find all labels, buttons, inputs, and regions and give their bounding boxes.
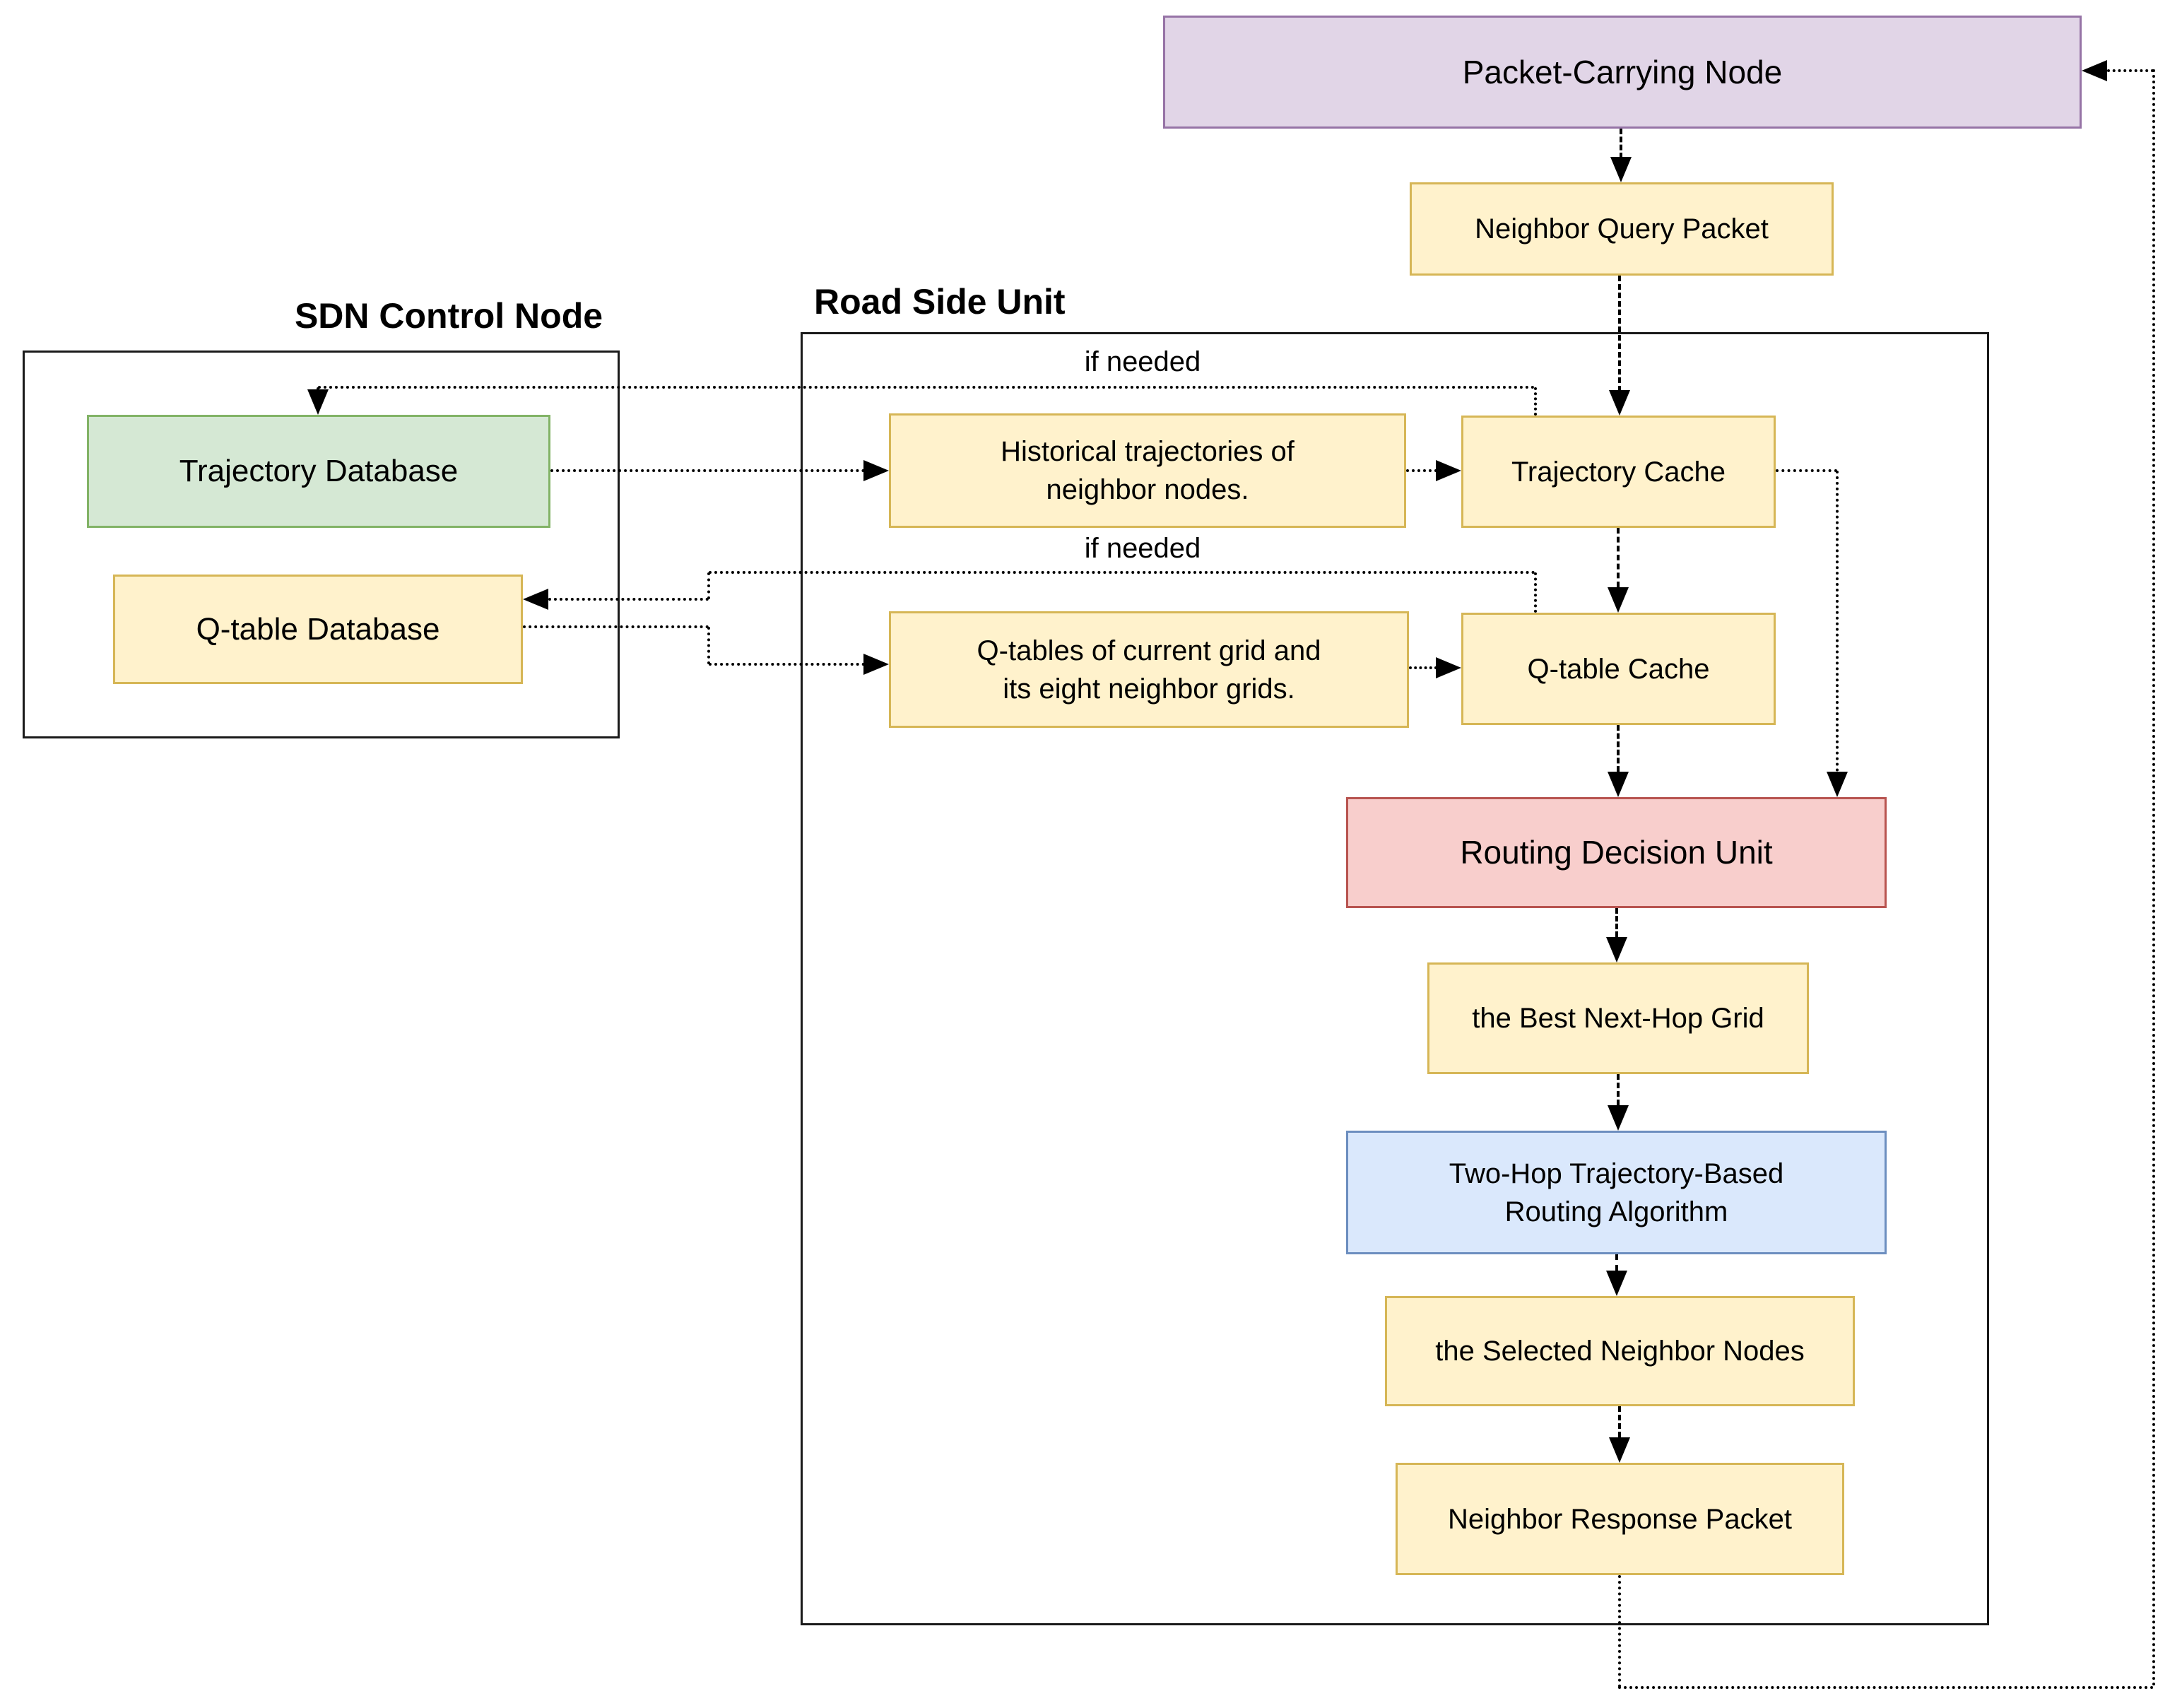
two-hop-algorithm-box: Two-Hop Trajectory-Based Routing Algorit… xyxy=(1346,1131,1887,1254)
edge-rdu-to-bnhg-arrowhead-icon xyxy=(1606,937,1627,962)
edge-tcache-to-rdu-seg2 xyxy=(1836,471,1839,772)
edge-pcn-to-nqp-line xyxy=(1620,129,1622,158)
edge-pcn-to-nqp-arrowhead-icon xyxy=(1610,157,1632,182)
sdn-control-node-group xyxy=(23,351,620,738)
neighbor-query-packet-box: Neighbor Query Packet xyxy=(1410,182,1834,276)
q-tables-grid-box: Q-tables of current grid and its eight n… xyxy=(889,611,1409,728)
neighbor-query-packet-label: Neighbor Query Packet xyxy=(1475,213,1769,245)
edge-tcache-to-rdu-arrowhead-icon xyxy=(1827,772,1848,797)
edge-qdb-to-qgrids-seg3 xyxy=(709,663,865,666)
road-side-unit-group xyxy=(801,332,1989,1625)
edge-qgrids-to-qcache-arrowhead-icon xyxy=(1436,657,1461,678)
edge-qcache-to-rdu-arrowhead-icon xyxy=(1608,772,1629,797)
if-needed-label-top: if needed xyxy=(1084,346,1201,377)
edge-nrp-to-pcn-seg-bottom xyxy=(1618,1686,2154,1689)
edge-ifneeded-bottom-seg-main xyxy=(709,571,1535,574)
edge-nrp-to-pcn-arrowhead-icon xyxy=(2082,60,2107,81)
trajectory-cache-box: Trajectory Cache xyxy=(1461,416,1776,528)
neighbor-response-packet-box: Neighbor Response Packet xyxy=(1396,1463,1844,1575)
edge-ifneeded-bottom-seg-left xyxy=(548,598,709,601)
edge-ifneeded-top-seg-right xyxy=(1534,387,1537,416)
trajectory-database-label: Trajectory Database xyxy=(179,454,459,489)
edge-tcache-to-rdu-seg1 xyxy=(1776,469,1837,472)
edge-ifneeded-bottom-seg-right xyxy=(1534,572,1537,613)
historical-trajectories-box: Historical trajectories of neighbor node… xyxy=(889,413,1406,528)
edge-nrp-to-pcn-seg-down xyxy=(1618,1575,1621,1688)
selected-neighbor-nodes-box: the Selected Neighbor Nodes xyxy=(1385,1296,1855,1406)
historical-trajectories-label: Historical trajectories of neighbor node… xyxy=(1001,436,1295,505)
edge-algo-to-snn-line xyxy=(1615,1254,1618,1271)
edge-bnhg-to-algo-arrowhead-icon xyxy=(1608,1105,1629,1131)
sdn-control-node-title: SDN Control Node xyxy=(294,296,603,336)
edge-snn-to-nrp-line xyxy=(1618,1406,1621,1437)
routing-decision-unit-box: Routing Decision Unit xyxy=(1346,797,1887,908)
best-next-hop-grid-label: the Best Next-Hop Grid xyxy=(1472,1003,1764,1034)
selected-neighbor-nodes-label: the Selected Neighbor Nodes xyxy=(1435,1336,1805,1367)
packet-carrying-node-box: Packet-Carrying Node xyxy=(1163,16,2082,129)
q-table-cache-box: Q-table Cache xyxy=(1461,613,1776,725)
edge-tcache-to-qcache-arrowhead-icon xyxy=(1608,587,1629,613)
edge-snn-to-nrp-arrowhead-icon xyxy=(1609,1437,1630,1463)
edge-ifneeded-bottom-seg-jog xyxy=(707,572,710,599)
edge-hist-to-tcache-line xyxy=(1406,469,1437,472)
edge-qdb-to-qgrids-seg2 xyxy=(707,627,710,664)
edge-rdu-to-bnhg-line xyxy=(1615,908,1618,937)
edge-tcache-to-qcache-line xyxy=(1617,528,1620,587)
packet-carrying-node-label: Packet-Carrying Node xyxy=(1462,53,1783,90)
edge-bnhg-to-algo-line xyxy=(1617,1074,1620,1105)
edge-ifneeded-top-arrowhead-icon xyxy=(307,389,329,415)
edge-algo-to-snn-arrowhead-icon xyxy=(1606,1271,1627,1296)
edge-tdb-to-hist-line xyxy=(550,469,865,472)
edge-ifneeded-bottom-arrowhead-icon xyxy=(523,589,548,610)
edge-qdb-to-qgrids-seg1 xyxy=(523,625,709,628)
edge-nrp-to-pcn-seg-up xyxy=(2152,69,2155,1688)
edge-tdb-to-hist-arrowhead-icon xyxy=(863,460,889,481)
trajectory-database-box: Trajectory Database xyxy=(87,415,550,528)
routing-decision-unit-label: Routing Decision Unit xyxy=(1460,834,1773,871)
edge-nqp-to-tcache-line xyxy=(1618,276,1621,391)
q-table-cache-label: Q-table Cache xyxy=(1527,653,1710,685)
neighbor-response-packet-label: Neighbor Response Packet xyxy=(1448,1503,1792,1535)
edge-qgrids-to-qcache-line xyxy=(1409,666,1437,669)
edge-nrp-to-pcn-seg-top xyxy=(2107,69,2154,72)
if-needed-label-bottom: if needed xyxy=(1084,533,1201,564)
q-table-database-label: Q-table Database xyxy=(196,611,440,647)
edge-nqp-to-tcache-arrowhead-icon xyxy=(1609,390,1630,416)
edge-ifneeded-top-seg-main xyxy=(318,386,1535,389)
edge-qcache-to-rdu-line xyxy=(1617,725,1620,772)
edge-hist-to-tcache-arrowhead-icon xyxy=(1436,460,1461,481)
road-side-unit-title: Road Side Unit xyxy=(814,282,1066,322)
q-table-database-box: Q-table Database xyxy=(113,575,523,684)
best-next-hop-grid-box: the Best Next-Hop Grid xyxy=(1427,962,1809,1074)
two-hop-algorithm-label: Two-Hop Trajectory-Based Routing Algorit… xyxy=(1449,1158,1784,1227)
q-tables-grid-label: Q-tables of current grid and its eight n… xyxy=(977,635,1321,705)
trajectory-cache-label: Trajectory Cache xyxy=(1511,456,1726,488)
edge-qdb-to-qgrids-arrowhead-icon xyxy=(863,654,889,675)
